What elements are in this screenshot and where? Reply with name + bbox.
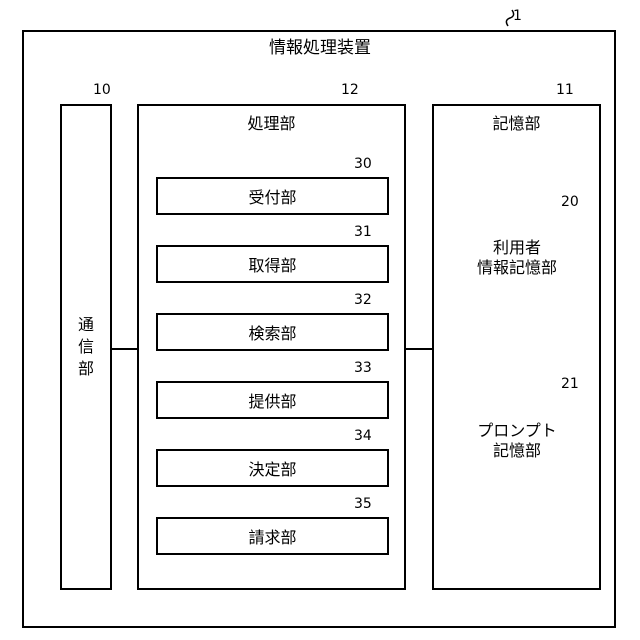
user-info-storage-label: 利用者 情報記憶部 [449, 238, 585, 278]
storage-unit-ref: 11 [556, 83, 574, 97]
user-info-storage-ref: 20 [561, 195, 579, 209]
storage-unit-title: 記憶部 [432, 114, 601, 133]
communication-unit-char-2: 信 [74, 336, 98, 358]
communication-unit-ref: 10 [93, 83, 111, 97]
reception-unit-label: 受付部 [248, 184, 296, 208]
billing-unit: 請求部 [156, 517, 389, 555]
billing-unit-label: 請求部 [248, 524, 296, 548]
search-unit: 検索部 [156, 313, 389, 351]
connector-processing-storage [405, 348, 433, 350]
decision-unit-ref: 34 [354, 429, 372, 443]
provision-unit-ref: 33 [354, 361, 372, 375]
device-title: 情報処理装置 [0, 38, 640, 58]
device-ref: 1 [513, 9, 522, 23]
search-unit-label: 検索部 [248, 320, 296, 344]
processing-unit-title: 処理部 [137, 114, 406, 133]
prompt-storage-label: プロンプト 記憶部 [449, 421, 585, 461]
acquisition-unit-label: 取得部 [248, 252, 296, 276]
acquisition-unit: 取得部 [156, 245, 389, 283]
prompt-storage-line-2: 記憶部 [449, 441, 585, 461]
reception-unit-ref: 30 [354, 157, 372, 171]
communication-unit-char-1: 通 [74, 314, 98, 336]
connector-comm-processing [111, 348, 138, 350]
prompt-storage-line-1: プロンプト [449, 421, 585, 441]
decision-unit-label: 決定部 [248, 456, 296, 480]
reception-unit: 受付部 [156, 177, 389, 215]
user-info-storage-line-1: 利用者 [449, 238, 585, 258]
processing-unit-ref: 12 [341, 83, 359, 97]
provision-unit: 提供部 [156, 381, 389, 419]
search-unit-ref: 32 [354, 293, 372, 307]
prompt-storage-ref: 21 [561, 377, 579, 391]
communication-unit-label: 通 信 部 [74, 314, 98, 380]
communication-unit-char-3: 部 [74, 358, 98, 380]
acquisition-unit-ref: 31 [354, 225, 372, 239]
billing-unit-ref: 35 [354, 497, 372, 511]
user-info-storage-line-2: 情報記憶部 [449, 258, 585, 278]
storage-unit-box [432, 104, 601, 590]
decision-unit: 決定部 [156, 449, 389, 487]
provision-unit-label: 提供部 [248, 388, 296, 412]
